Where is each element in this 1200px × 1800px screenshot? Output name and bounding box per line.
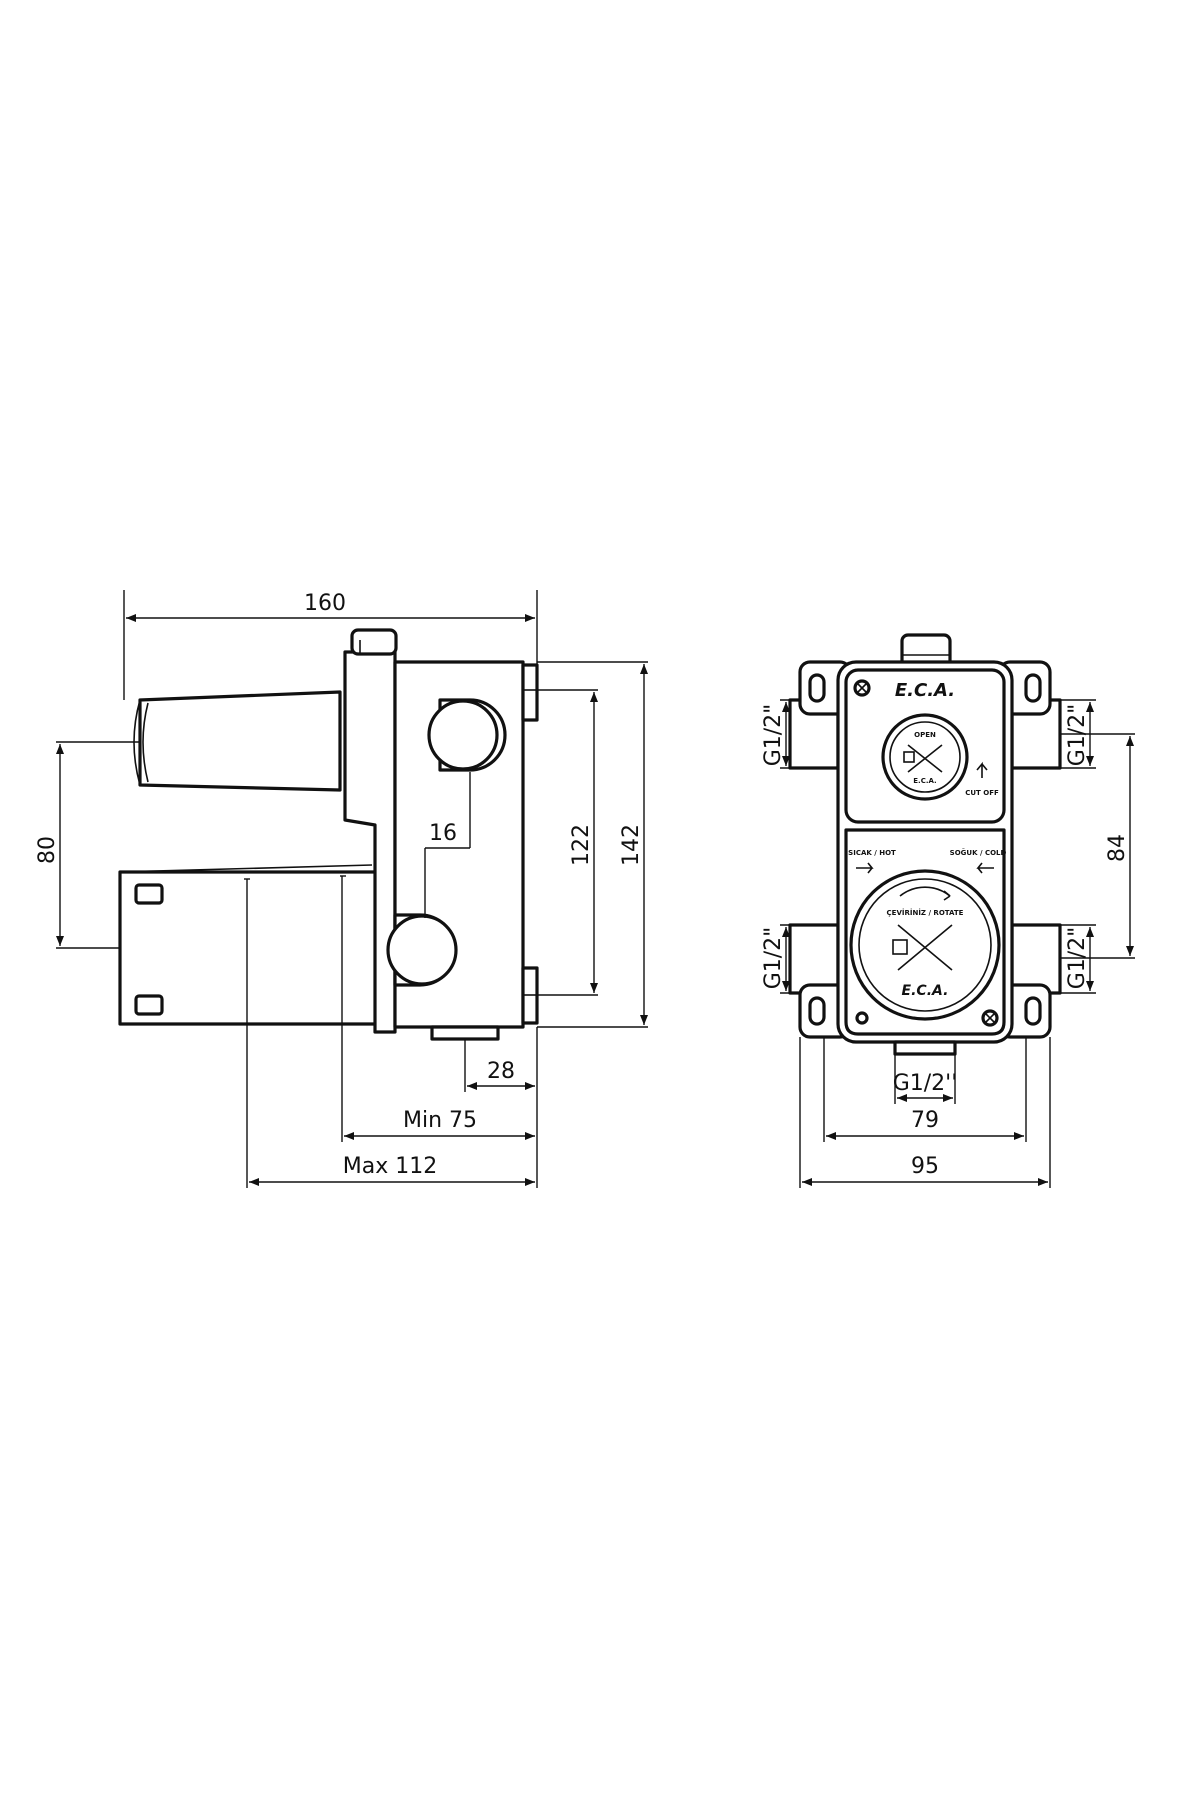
dim-28: 28: [487, 1059, 515, 1084]
upper-spindle: [138, 690, 342, 792]
label-rotate: ÇEVİRİNİZ / ROTATE: [887, 908, 964, 917]
dim-max-112: Max 112: [343, 1154, 437, 1179]
brand-small-top: E.C.A.: [913, 777, 936, 785]
label-open: OPEN: [914, 731, 936, 739]
label-cut-off: CUT OFF: [965, 789, 999, 797]
label-hot: SICAK / HOT: [848, 849, 896, 857]
stop-valve-knob: [881, 713, 969, 801]
thread-bottom-left: G1/2": [761, 927, 786, 990]
dim-122: 122: [569, 824, 594, 866]
cross-mark-top: [907, 744, 943, 773]
dim-84: 84: [1105, 834, 1130, 862]
lower-panel: [844, 828, 1006, 1036]
dim-min-75: Min 75: [403, 1108, 477, 1133]
side-view: 160 80 16 122 142 28 Min 75: [35, 590, 648, 1188]
dim-160: 160: [304, 591, 346, 616]
label-cold: SOĞUK / COLD: [950, 848, 1007, 857]
dim-79: 79: [911, 1108, 939, 1133]
upper-panel: [844, 668, 1006, 824]
brand-logo-bottom: E.C.A.: [902, 983, 949, 999]
top-stub: [350, 628, 398, 656]
thread-top-right: G1/2": [1065, 704, 1090, 767]
dim-95: 95: [911, 1154, 939, 1179]
arrow-right-icon: [856, 862, 874, 874]
cross-mark-bottom: [897, 924, 953, 971]
thread-top-left: G1/2": [761, 704, 786, 767]
dim-16: 16: [429, 821, 457, 846]
arrow-up-icon: [976, 761, 988, 778]
dim-142: 142: [619, 824, 644, 866]
thread-bottom: G1/2'': [893, 1071, 958, 1096]
front-view: E.C.A. OPEN E.C.A. CUT OFF SICAK / HOT S…: [761, 633, 1135, 1188]
mixer-knob: [849, 869, 1001, 1021]
dim-80: 80: [35, 836, 60, 864]
arrow-left-icon: [976, 862, 994, 874]
brand-logo-top: E.C.A.: [895, 680, 955, 701]
